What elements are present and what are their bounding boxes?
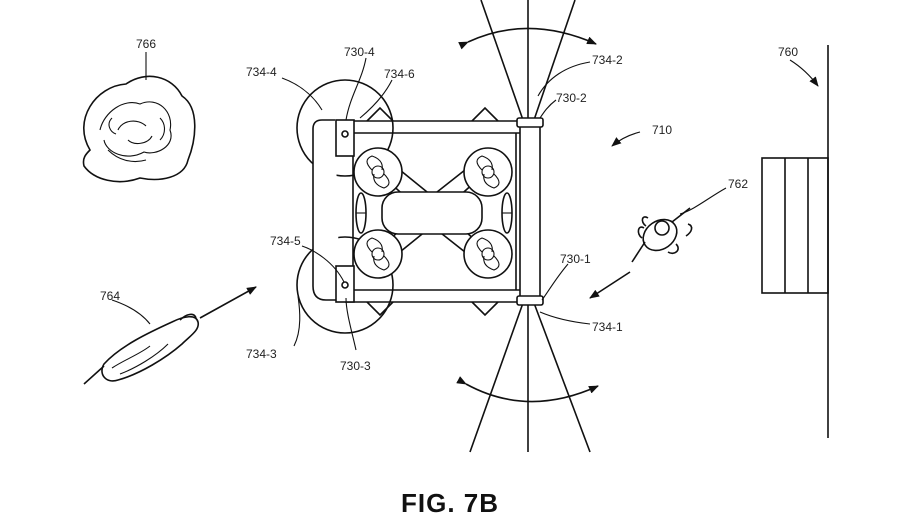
label-766: 766 xyxy=(136,37,156,51)
animal-motion-arrow xyxy=(199,286,257,319)
label-734-6: 734-6 xyxy=(384,67,415,81)
aerial-vehicle-710 xyxy=(296,79,544,334)
sensor-field-734-4 xyxy=(296,79,394,177)
sensor-field-734-3 xyxy=(296,236,394,334)
person-762 xyxy=(631,207,693,263)
bush-766 xyxy=(82,75,196,183)
animal-764 xyxy=(83,313,200,385)
propeller-top-left xyxy=(353,147,403,197)
label-730-1: 730-1 xyxy=(560,252,591,266)
label-760: 760 xyxy=(778,45,798,59)
figure-title: FIG. 7B xyxy=(400,488,499,518)
label-734-5: 734-5 xyxy=(270,234,301,248)
sensor-730-2 xyxy=(516,117,544,128)
propeller-bottom-left xyxy=(353,229,403,279)
patent-figure: 766 760 710 762 764 730-4 734-4 734-6 73… xyxy=(82,0,829,453)
sensor-730-1 xyxy=(516,295,544,306)
label-734-4: 734-4 xyxy=(246,65,277,79)
propeller-top-right xyxy=(463,147,513,197)
label-734-2: 734-2 xyxy=(592,53,623,67)
label-710: 710 xyxy=(652,123,672,137)
label-734-3: 734-3 xyxy=(246,347,277,361)
sensor-730-4 xyxy=(335,119,355,157)
label-764: 764 xyxy=(100,289,120,303)
sensor-730-3 xyxy=(335,265,355,303)
label-730-2: 730-2 xyxy=(556,91,587,105)
stair-structure xyxy=(761,157,829,294)
label-734-1: 734-1 xyxy=(592,320,623,334)
bottom-sensor-cone xyxy=(456,302,599,453)
label-762: 762 xyxy=(728,177,748,191)
top-sensor-cone xyxy=(458,0,597,121)
label-730-3: 730-3 xyxy=(340,359,371,373)
person-motion-arrow xyxy=(589,271,631,299)
label-730-4: 730-4 xyxy=(344,45,375,59)
propeller-bottom-right xyxy=(463,229,513,279)
